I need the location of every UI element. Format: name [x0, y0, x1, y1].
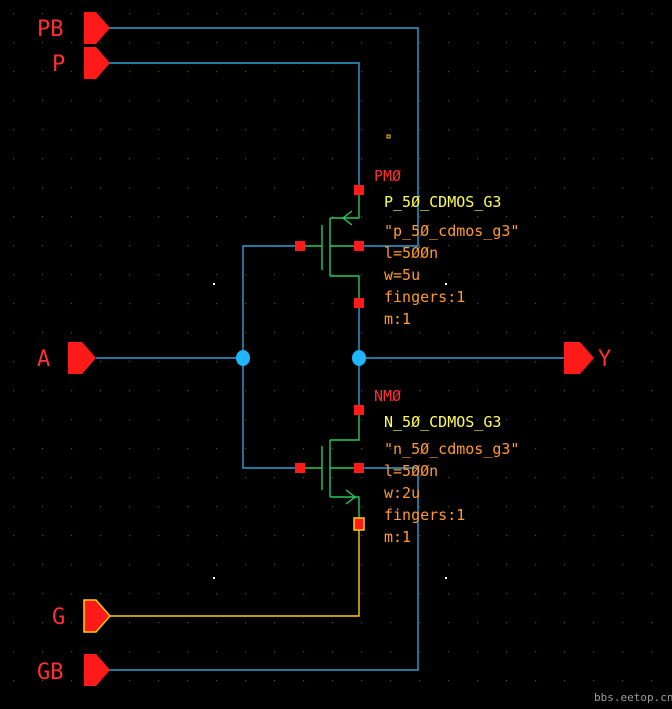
junction-output [352, 350, 366, 366]
nmos-cell-label: N_5Ø_CDMOS_G3 [384, 413, 501, 431]
pin-gb-label: GB [37, 660, 64, 685]
nmos-source-node-selected[interactable] [353, 517, 365, 531]
wire-pb-bulk[interactable] [100, 27, 419, 247]
nmos-model-label: "n_5Ø_cdmos_g3" [384, 440, 519, 458]
wire-g-source[interactable] [100, 525, 360, 617]
pmos-length-label: l=5ØØn [384, 244, 438, 262]
origin-marker [386, 134, 391, 139]
pmos-multiplier-label: m:1 [384, 310, 411, 328]
nmos-length-label: l=5ØØn [384, 462, 438, 480]
nmos-fingers-label: fingers:1 [384, 506, 465, 524]
nmos-drain-node[interactable] [354, 405, 364, 415]
pin-a-label: A [37, 347, 50, 372]
pin-y-label: Y [598, 347, 611, 372]
pin-p-shape[interactable] [84, 47, 110, 79]
grid-point-marker [213, 283, 215, 285]
pmos-width-label: w=5u [384, 266, 420, 284]
pmos-drain-node[interactable] [354, 298, 364, 308]
pin-y-shape[interactable] [564, 342, 594, 374]
grid-point-marker [445, 577, 447, 579]
pin-g-shape[interactable] [83, 599, 111, 633]
pin-pb-label: PB [37, 17, 64, 42]
pmos-fingers-label: fingers:1 [384, 288, 465, 306]
nmos-multiplier-label: m:1 [384, 528, 411, 546]
watermark: bbs.eetop.cn [594, 691, 672, 704]
pin-p-label: P [52, 52, 65, 77]
nmos-gate-node[interactable] [295, 463, 305, 473]
pin-gb-shape[interactable] [84, 654, 110, 686]
pins [68, 12, 594, 686]
pmos-cell-label: P_5Ø_CDMOS_G3 [384, 193, 501, 211]
junction-gate [236, 350, 250, 366]
nmos-bulk-node[interactable] [354, 463, 364, 473]
device-terminals [295, 185, 364, 473]
nmos-instance-label: NMØ [374, 387, 401, 405]
pin-g-label: G [52, 605, 65, 630]
pmos-gate-node[interactable] [295, 241, 305, 251]
pmos-bulk-node[interactable] [354, 241, 364, 251]
pmos-instance-label: PMØ [374, 167, 401, 185]
wire-p-source[interactable] [100, 62, 360, 190]
pin-a-shape[interactable] [68, 342, 96, 374]
wires [96, 27, 564, 671]
nmos-width-label: w:2u [384, 484, 420, 502]
pmos-source-node[interactable] [354, 185, 364, 195]
grid-point-marker [445, 283, 447, 285]
wire-gb-bulk[interactable] [100, 467, 419, 671]
grid-point-marker [213, 577, 215, 579]
pmos-model-label: "p_5Ø_cdmos_g3" [384, 222, 519, 240]
pin-pb-shape[interactable] [84, 12, 110, 44]
